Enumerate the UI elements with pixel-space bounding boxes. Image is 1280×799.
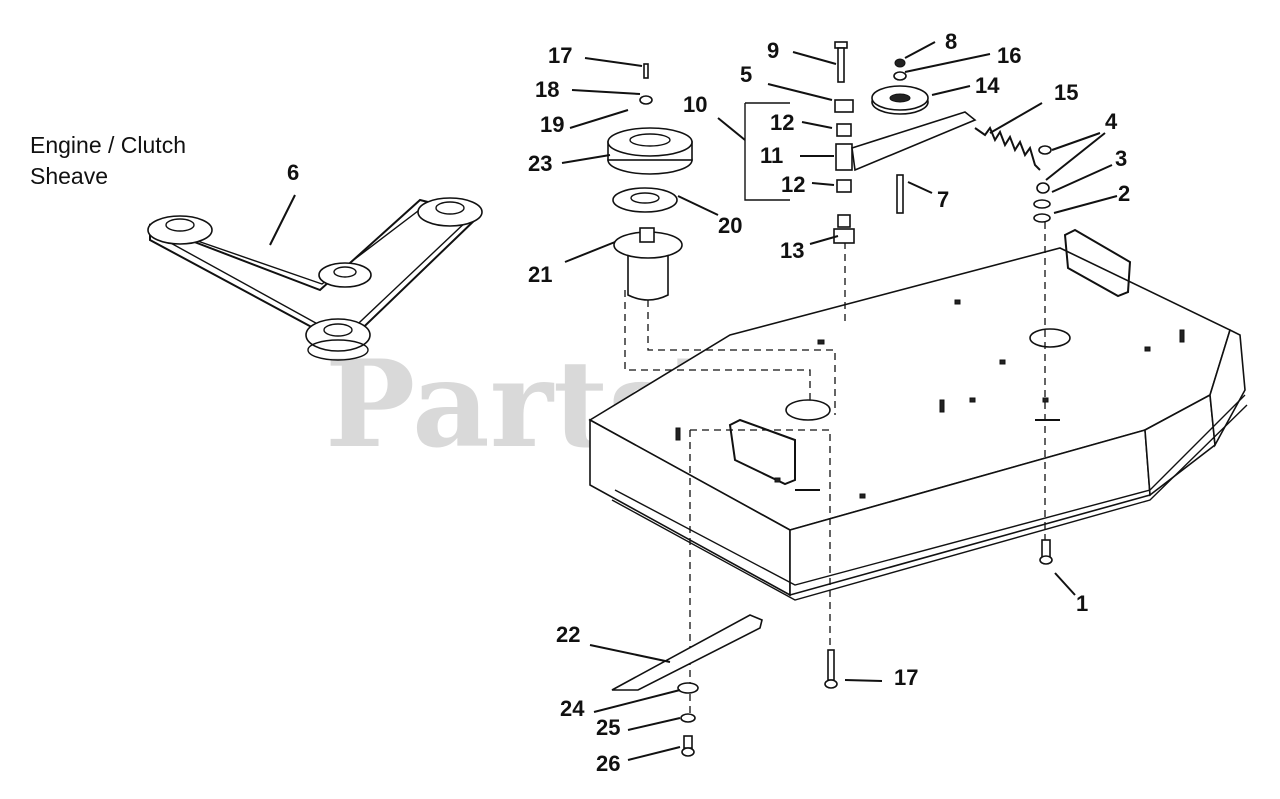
callout-8: 8: [945, 29, 957, 54]
callouts: 1 2 3 4 5 6 7 8 9 10 11 12 12 13 14 15 1…: [287, 29, 1130, 776]
callout-14: 14: [975, 73, 1000, 98]
callout-15: 15: [1054, 80, 1078, 105]
assembly-lines: [624, 222, 1046, 720]
callout-21: 21: [528, 262, 552, 287]
callout-12-lower: 12: [781, 172, 805, 197]
callout-26: 26: [596, 751, 620, 776]
callout-3: 3: [1115, 146, 1127, 171]
spindle-pulley: [607, 127, 693, 175]
callout-25: 25: [596, 715, 620, 740]
callout-17-lower: 17: [894, 665, 918, 690]
sheave-middle: [318, 262, 372, 288]
callout-9: 9: [767, 38, 779, 63]
spindle-washer: [612, 187, 678, 213]
callout-7: 7: [937, 187, 949, 212]
callout-13: 13: [780, 238, 804, 263]
callout-22: 22: [556, 622, 580, 647]
sheave-top-right: [417, 197, 483, 227]
callout-19: 19: [540, 112, 564, 137]
callout-5: 5: [740, 62, 752, 87]
caption-line-2: Sheave: [30, 163, 108, 189]
callout-6: 6: [287, 160, 299, 185]
callout-24: 24: [560, 696, 585, 721]
idler-stack: [744, 41, 1052, 244]
blade-assembly: [611, 539, 1053, 757]
sheave-bottom: [305, 318, 371, 361]
callout-23: 23: [528, 151, 552, 176]
callout-2: 2: [1118, 181, 1130, 206]
leader-lines: [269, 41, 1118, 761]
mower-deck: [588, 228, 1248, 601]
callout-1: 1: [1076, 591, 1088, 616]
caption-line-1: Engine / Clutch: [30, 132, 186, 158]
spindle-stack: [607, 63, 693, 301]
callout-20: 20: [718, 213, 742, 238]
callout-18: 18: [535, 77, 559, 102]
spindle-housing: [613, 227, 683, 301]
callout-17-upper: 17: [548, 43, 572, 68]
callout-4: 4: [1105, 109, 1118, 134]
belt-assembly: [147, 197, 483, 361]
callout-16: 16: [997, 43, 1021, 68]
callout-12-upper: 12: [770, 110, 794, 135]
callout-10: 10: [683, 92, 707, 117]
sheave-left: [147, 215, 213, 245]
callout-11: 11: [760, 143, 783, 168]
